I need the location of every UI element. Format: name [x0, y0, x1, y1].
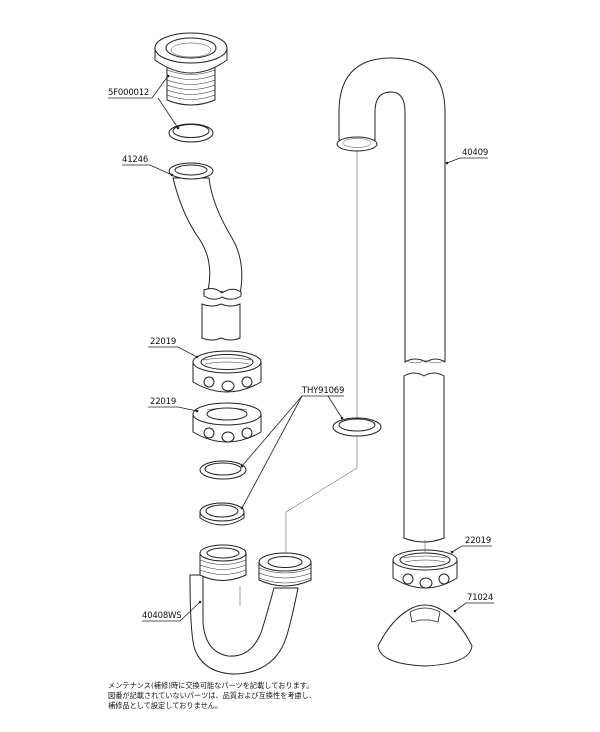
slip-nut-part: [392, 549, 458, 589]
part-label-40409: 40409: [462, 148, 488, 158]
part-label-71024: 71024: [467, 593, 493, 603]
part-label-thy91069: THY91069: [301, 386, 344, 396]
note-line-1: メンテナンス(補修)時に交換可能なパーツを記載しております。: [108, 681, 314, 690]
leader-lines: [108, 74, 494, 622]
part-label-5f000012: 5F000012: [108, 88, 149, 98]
part-label-22019-c: 22019: [465, 536, 491, 546]
maintenance-note: メンテナンス(補修)時に交換可能なパーツを記載しております。 図番が記載されてい…: [108, 681, 528, 712]
wall-pipe-part: [336, 57, 446, 364]
gasket-ring-part: [332, 417, 382, 437]
drain-flange-part: [154, 32, 228, 106]
note-line-3: 補修品として設定しておりません。: [108, 701, 223, 711]
gasket-ring-part: [199, 502, 245, 526]
slip-nut-part: [192, 350, 262, 393]
slip-nut-part: [192, 402, 262, 443]
wall-pipe-lower-part: [403, 372, 445, 543]
gasket-ring-part: [199, 460, 247, 480]
gasket-ring-part: [168, 123, 214, 143]
tail-pipe-lower-part: [201, 303, 241, 341]
escutcheon-plate-part: [377, 604, 473, 667]
note-line-2: 図番が記載されていないパーツは、品質および互換性を考慮し、: [108, 691, 317, 701]
part-label-40408ws: 40408WS: [142, 611, 181, 621]
part-label-22019-a: 22019: [150, 337, 176, 347]
center-lines: [285, 150, 426, 553]
part-label-22019-b: 22019: [150, 397, 176, 407]
tail-pipe-part: [168, 162, 243, 300]
p-trap-part: [189, 544, 312, 675]
part-label-41246: 41246: [122, 155, 148, 165]
